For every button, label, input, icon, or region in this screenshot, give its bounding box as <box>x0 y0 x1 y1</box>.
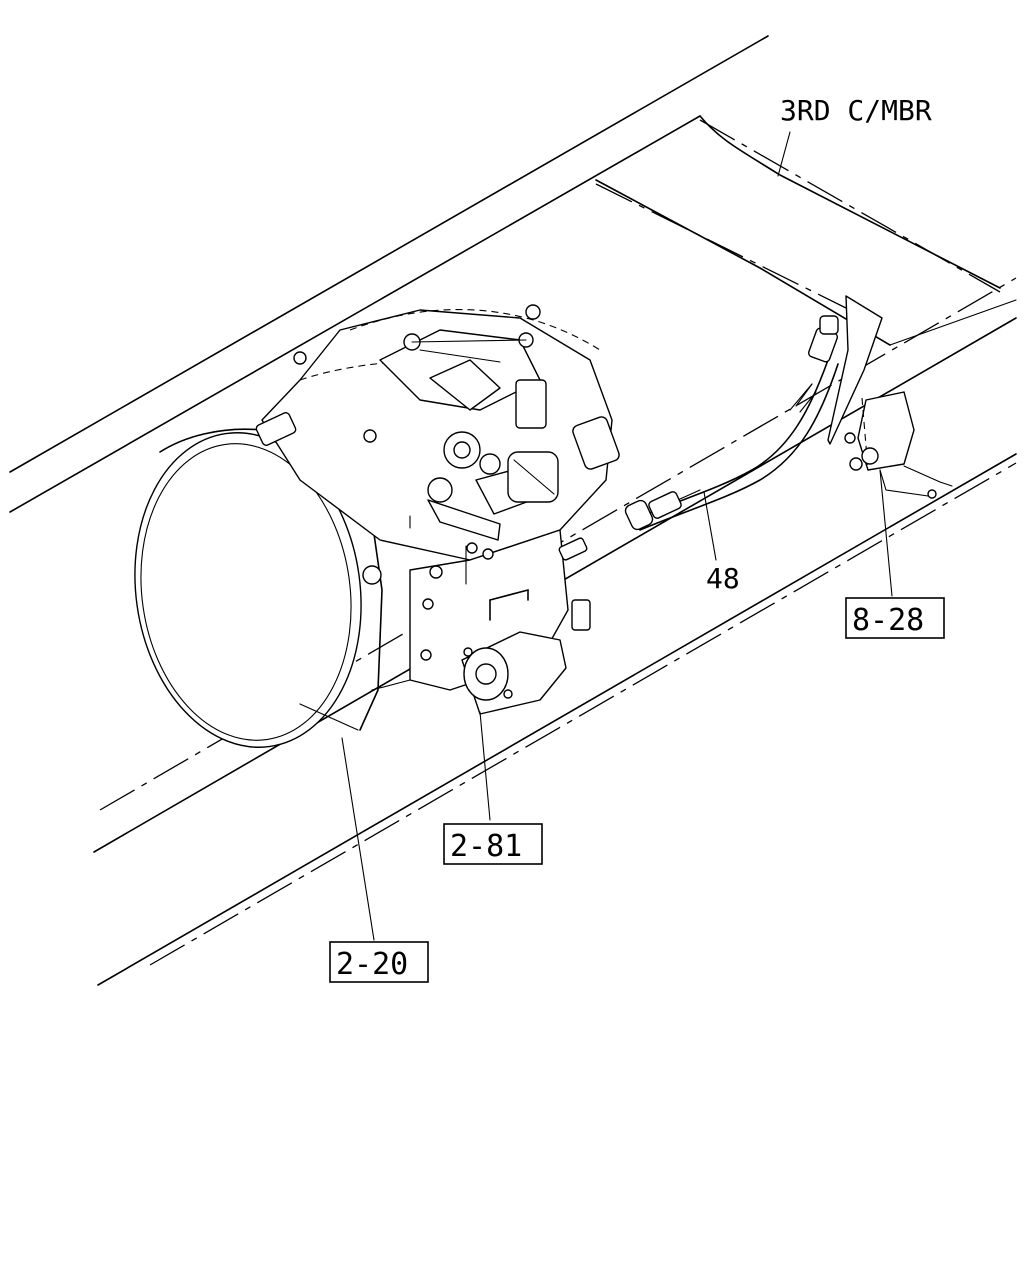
hose-part-number: 48 <box>706 562 740 595</box>
callout-transmission-ref[interactable]: 2-20 <box>329 941 429 983</box>
transmission-ref-label[interactable]: 2-20 <box>336 947 408 982</box>
leader-lines <box>341 131 893 941</box>
cylinder-ref-box <box>443 823 543 865</box>
transmission-ref-box <box>329 941 429 983</box>
callout-frame-member: 3RD C/MBR <box>780 94 932 127</box>
valve-ref-box <box>845 597 945 639</box>
hydraulic-hose <box>624 315 839 531</box>
cylinder-ref-label[interactable]: 2-81 <box>450 829 522 864</box>
cross-member <box>595 115 1017 346</box>
callout-valve-ref[interactable]: 8-28 <box>845 597 945 639</box>
callout-cylinder-ref[interactable]: 2-81 <box>443 823 543 865</box>
valve-bracket <box>827 295 953 499</box>
callout-hose: 48 <box>706 562 740 595</box>
transmission-assembly <box>134 304 620 748</box>
valve-ref-label[interactable]: 8-28 <box>852 603 924 638</box>
frame-member-label: 3RD C/MBR <box>780 94 932 127</box>
